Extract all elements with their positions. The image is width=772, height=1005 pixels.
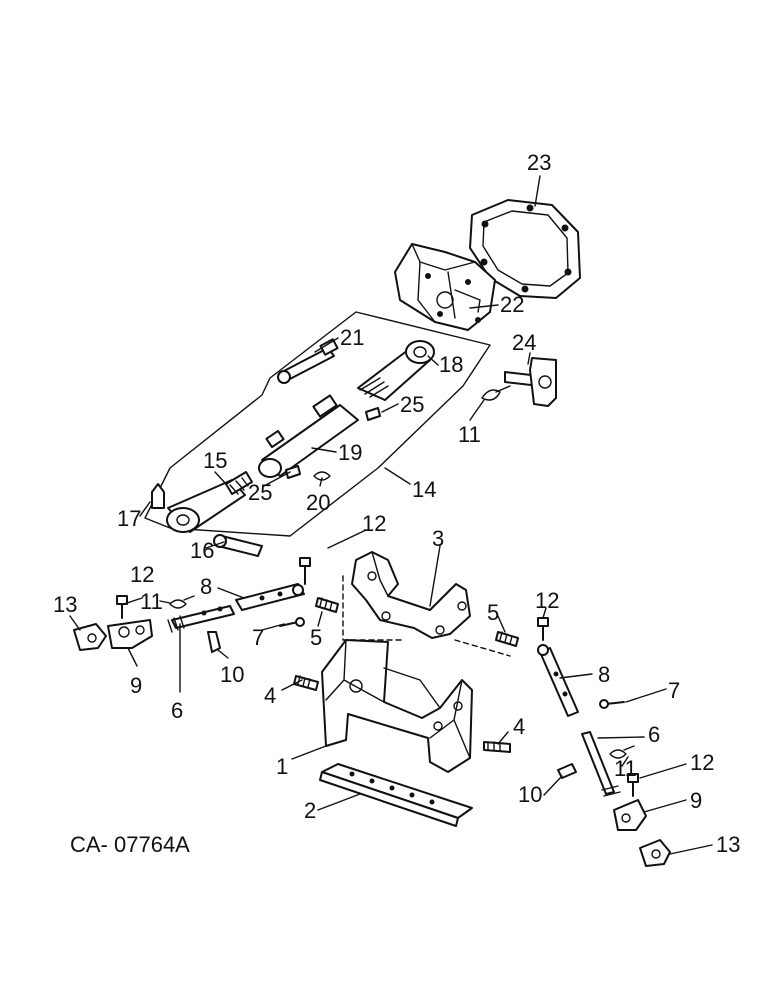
drawbar-part-2 [319, 763, 473, 827]
callout-10-right: 10 [518, 782, 542, 807]
callout-12-right-top: 12 [535, 588, 559, 613]
bolt-part-12-left-top [299, 557, 311, 585]
eye-end-part-18 [357, 340, 435, 401]
setscrew-part-25b [285, 465, 301, 479]
gasket-part-23 [469, 199, 581, 299]
lower-link-assembly-14 [144, 311, 491, 537]
setscrew-part-25a [365, 407, 381, 421]
stabilizer-rod-part-6-left [167, 605, 235, 633]
callout-8-right: 8 [598, 662, 610, 687]
callout-14: 14 [412, 477, 436, 502]
callout-21: 21 [340, 325, 364, 350]
spring-pin-part-5-left [315, 597, 339, 613]
pin-part-7-right [599, 699, 625, 709]
callout-23: 23 [527, 150, 551, 175]
callout-12-left: 12 [130, 562, 154, 587]
clip-part-11-left [169, 595, 195, 609]
callout-12-top: 12 [362, 511, 386, 536]
callout-18: 18 [439, 352, 463, 377]
callout-13-left: 13 [53, 592, 77, 617]
callout-2: 2 [304, 798, 316, 823]
support-part-3 [351, 551, 471, 639]
callout-7-left: 7 [252, 625, 264, 650]
callout-5-right: 5 [487, 600, 499, 625]
callout-12-right: 12 [690, 750, 714, 775]
callout-9-left: 9 [130, 673, 142, 698]
callout-25-lower: 25 [248, 480, 272, 505]
callout-15: 15 [203, 448, 227, 473]
bolt-part-12-right [627, 773, 639, 797]
callout-9-right: 9 [690, 788, 702, 813]
pin-part-16 [213, 534, 263, 557]
callout-3: 3 [432, 526, 444, 551]
callout-6-left: 6 [171, 698, 183, 723]
yoke-part-13-left [73, 623, 107, 651]
callout-11-right: 11 [614, 756, 637, 781]
callout-1: 1 [276, 754, 288, 779]
callout-labels: 23 22 21 18 24 25 11 19 15 25 20 14 17 1… [53, 150, 740, 857]
frame-part-1 [293, 639, 511, 773]
callout-8-left: 8 [200, 574, 212, 599]
clevis-part-9-left [107, 619, 153, 649]
callout-13-right: 13 [716, 832, 740, 857]
callout-4-left: 4 [264, 683, 276, 708]
yoke-part-13-right [639, 839, 671, 867]
callout-22: 22 [500, 292, 524, 317]
spring-pin-part-5-right [495, 631, 519, 647]
callout-4-right: 4 [513, 714, 525, 739]
bolt-part-12-right-top [537, 617, 549, 641]
lynch-pin-part-11a [481, 385, 511, 401]
clip-part-11-right [609, 745, 635, 759]
stud-part-4-left [293, 675, 319, 691]
callout-11-left: 11 [140, 589, 163, 614]
callout-11: 11 [458, 422, 481, 447]
callout-5-left: 5 [310, 625, 322, 650]
callout-20: 20 [306, 490, 330, 515]
lynch-pin-part-10-right [557, 763, 577, 779]
callout-17: 17 [117, 506, 141, 531]
stabilizer-tube-part-8-left [235, 583, 305, 611]
callout-19: 19 [338, 440, 362, 465]
callout-16: 16 [190, 538, 214, 563]
tube-part-19 [258, 394, 359, 478]
link-rod-part-21 [277, 338, 339, 384]
callout-24: 24 [512, 330, 536, 355]
leader-lines [69, 175, 713, 855]
callout-6-right: 6 [648, 722, 660, 747]
pin-part-17 [151, 483, 165, 509]
bolt-part-12-left [116, 595, 128, 619]
clip-part-20 [313, 471, 331, 481]
callout-7-right: 7 [668, 678, 680, 703]
lynch-pin-part-10-left [207, 631, 221, 653]
callout-10-left: 10 [220, 662, 244, 687]
pin-part-7-left [279, 617, 305, 627]
pin-plate-part-24 [504, 357, 557, 407]
stabilizer-rod-part-6-right [581, 731, 621, 797]
callout-25: 25 [400, 392, 424, 417]
clevis-part-9-right [613, 799, 647, 831]
stud-part-4-right [483, 741, 511, 753]
stabilizer-tube-part-8-right [537, 644, 579, 717]
link-end-part-15 [166, 471, 253, 533]
drawing-code: CA- 07764A [70, 832, 190, 857]
